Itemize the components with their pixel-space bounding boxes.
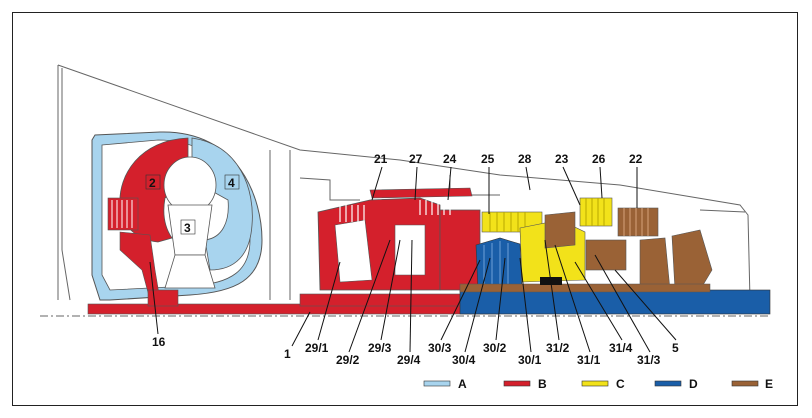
callout-26: 26 [592, 152, 606, 166]
callout-31-3: 31/3 [637, 353, 661, 367]
legend-label-e: E [765, 377, 773, 391]
callout-31-4: 31/4 [609, 341, 633, 355]
housing-outline [57, 64, 751, 301]
inner-callouts: 2 3 4 [145, 174, 240, 235]
callout-5: 5 [672, 341, 679, 355]
legend-label-d: D [689, 377, 698, 391]
callout-24: 24 [443, 152, 457, 166]
bottom-callouts: 16 1 29/1 29/2 29/3 29/4 30/3 30/4 30/2 … [152, 335, 679, 367]
callout-31-2: 31/2 [546, 341, 570, 355]
callout-29-3: 29/3 [368, 341, 392, 355]
callout-27: 27 [409, 152, 423, 166]
callout-4: 4 [228, 176, 235, 190]
legend-label-a: A [458, 377, 467, 391]
legend-swatch-d [654, 380, 682, 387]
legend-swatch-b [503, 380, 531, 387]
legend-swatch-a [423, 380, 451, 387]
top-callouts: 21 27 24 25 28 23 26 22 [371, 152, 643, 214]
callout-29-2: 29/2 [336, 353, 360, 367]
diagram-frame [12, 12, 798, 406]
callout-29-1: 29/1 [305, 341, 329, 355]
callout-29-4: 29/4 [397, 353, 421, 367]
callout-25: 25 [481, 152, 495, 166]
callout-23: 23 [555, 152, 569, 166]
callout-30-2: 30/2 [483, 341, 507, 355]
legend-swatch-c [581, 380, 609, 387]
callout-28: 28 [518, 152, 532, 166]
callout-21: 21 [374, 152, 388, 166]
callout-22: 22 [629, 152, 643, 166]
callout-1: 1 [284, 347, 291, 361]
callout-30-1: 30/1 [518, 353, 542, 367]
legend-label-c: C [616, 377, 625, 391]
legend-swatch-e [731, 380, 759, 387]
color-legend: A B C D E [423, 377, 773, 391]
clutch-pack-brown [459, 207, 713, 293]
callout-31-1: 31/1 [577, 353, 601, 367]
clutch-pack-yellow [481, 197, 613, 283]
legend-label-b: B [538, 377, 547, 391]
input-shaft [87, 289, 499, 315]
callout-30-4: 30/4 [452, 353, 476, 367]
bottom-leader-lines [149, 239, 677, 353]
callout-30-3: 30/3 [428, 341, 452, 355]
clutch-pack-red [317, 187, 481, 291]
callout-16: 16 [152, 335, 166, 349]
callout-2: 2 [149, 176, 156, 190]
callout-3: 3 [184, 221, 191, 235]
torque-converter [91, 131, 263, 301]
